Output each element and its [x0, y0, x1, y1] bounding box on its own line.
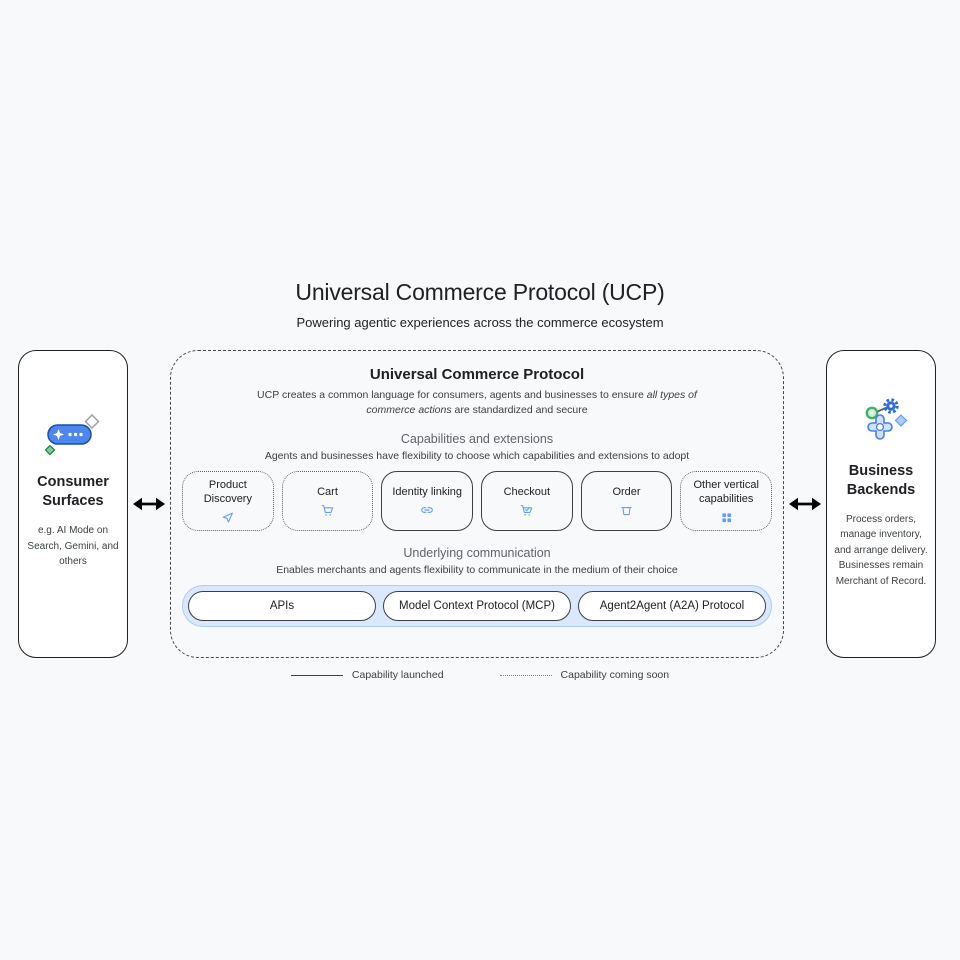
- grid-icon: [721, 511, 732, 524]
- capability-label: Product Discovery: [203, 479, 252, 505]
- capability-label: Checkout: [503, 486, 551, 498]
- ucp-description-prefix: UCP creates a common language for consum…: [257, 389, 647, 401]
- page-subtitle: Powering agentic experiences across the …: [296, 315, 664, 330]
- legend-coming-soon-label: Capability coming soon: [560, 669, 670, 681]
- legend: Capability launched Capability coming so…: [0, 669, 960, 681]
- send-icon: [221, 511, 234, 524]
- capability-label: Order: [612, 486, 641, 498]
- ai-chat-capsule-icon: [42, 412, 104, 458]
- capability-label: Identity linking: [392, 486, 463, 498]
- capability-label: Other vertical capabilities: [693, 479, 759, 505]
- business-backends-title: Business Backends: [846, 462, 916, 498]
- left-arrow-zone: [128, 350, 170, 658]
- capabilities-section-title: Capabilities and extensions: [400, 432, 554, 447]
- capability-other-vertical: Other vertical capabilities: [680, 471, 773, 532]
- capabilities-row: Product Discovery Cart: [182, 471, 773, 532]
- capability-identity-linking: Identity linking: [381, 471, 474, 532]
- cart-icon: [321, 504, 334, 517]
- capability-checkout: Checkout: [481, 471, 573, 532]
- solid-line-swatch: [290, 674, 343, 676]
- page-title: Universal Commerce Protocol (UCP): [295, 279, 665, 305]
- gears-icon: [850, 393, 912, 447]
- diagram-row: Consumer Surfaces e.g. AI Mode on Search…: [18, 350, 936, 658]
- consumer-surfaces-description: e.g. AI Mode on Search, Gemini, and othe…: [27, 525, 119, 568]
- consumer-surfaces-title: Consumer Surfaces: [37, 474, 109, 510]
- consumer-surfaces-box: Consumer Surfaces e.g. AI Mode on Search…: [18, 350, 128, 658]
- double-arrow-icon: [131, 494, 167, 514]
- protocol-a2a: Agent2Agent (A2A) Protocol: [578, 591, 766, 622]
- ucp-description-suffix: are standardized and secure: [451, 403, 588, 416]
- capability-label: Cart: [317, 486, 338, 498]
- legend-item-launched: Capability launched: [290, 669, 444, 681]
- communication-section-subtitle: Enables merchants and agents flexibility…: [276, 564, 678, 577]
- ucp-box: Universal Commerce Protocol UCP creates …: [170, 350, 784, 658]
- dotted-line-swatch: [499, 674, 552, 676]
- ucp-description-italic: all types of commerce actions: [366, 389, 697, 416]
- legend-launched-label: Capability launched: [351, 669, 444, 681]
- capabilities-section-subtitle: Agents and businesses have flexibility t…: [264, 450, 690, 463]
- business-backends-description: Process orders, manage inventory, and ar…: [834, 513, 928, 587]
- capability-order: Order: [580, 471, 673, 532]
- ucp-title: Universal Commerce Protocol: [369, 366, 585, 383]
- protocol-mcp: Model Context Protocol (MCP): [383, 591, 571, 622]
- double-arrow-icon: [787, 494, 823, 514]
- header: Universal Commerce Protocol (UCP) Poweri…: [0, 279, 960, 330]
- legend-item-coming-soon: Capability coming soon: [499, 669, 670, 681]
- capability-cart: Cart: [281, 471, 374, 532]
- right-arrow-zone: [784, 350, 826, 658]
- order-bin-icon: [620, 504, 633, 517]
- protocol-apis: APIs: [188, 591, 376, 622]
- ucp-description: UCP creates a common language for consum…: [251, 388, 703, 417]
- capability-product-discovery: Product Discovery: [182, 471, 274, 532]
- protocols-container: APIs Model Context Protocol (MCP) Agent2…: [182, 585, 772, 628]
- business-backends-box: Business Backends Process orders, manage…: [826, 350, 936, 658]
- link-icon: [420, 504, 434, 517]
- cart-checkout-icon: [520, 504, 533, 517]
- communication-section-title: Underlying communication: [403, 546, 551, 561]
